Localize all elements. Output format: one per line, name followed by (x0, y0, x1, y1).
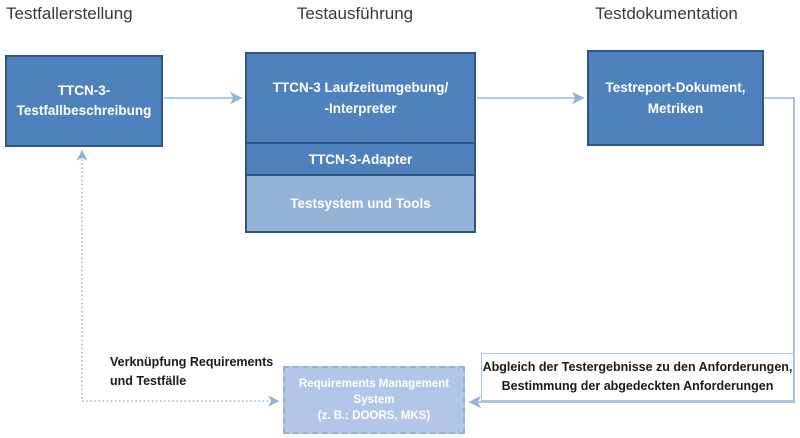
annotation-verknuepfung-requirements: Verknüpfung Requirements und Testfälle (110, 353, 273, 391)
node-ttcn3-adapter: TTCN-3-Adapter (247, 142, 474, 174)
node-text-line: System (353, 394, 395, 406)
node-text-line: Testfallbeschreibung (16, 103, 152, 118)
node-text-line: (z. B.: DOORS, MKS) (317, 410, 431, 422)
annotation-line: und Testfälle (110, 374, 187, 388)
column-heading-testfallerstellung: Testfallerstellung (6, 4, 133, 23)
node-text-line: Testsystem und Tools (290, 196, 431, 211)
annotation-abgleich-testergebnisse: Abgleich der Testergebnisse zu den Anfor… (481, 353, 794, 401)
node-text-line: TTCN-3- (57, 83, 111, 98)
node-text-line: Testreport-Dokument, (605, 80, 746, 95)
node-ttcn3-testfallbeschreibung: TTCN-3- Testfallbeschreibung (5, 55, 163, 147)
annotation-line: Bestimmung der abgedeckten Anforderungen (501, 379, 774, 393)
node-testreport-dokument: Testreport-Dokument, Metriken (587, 50, 764, 146)
node-testsystem-und-tools: Testsystem und Tools (247, 174, 474, 231)
node-requirements-management-system: Requirements Management System (z. B.: D… (283, 366, 465, 434)
arrow-report-to-rms-icon (468, 97, 795, 409)
column-heading-testdokumentation: Testdokumentation (595, 4, 738, 23)
node-testausfuehrung-stack: TTCN-3 Laufzeitumgebung/ -Interpreter TT… (245, 52, 476, 233)
annotation-line: Abgleich der Testergebnisse zu den Anfor… (482, 360, 793, 374)
node-text-line: Requirements Management (298, 378, 450, 390)
dotted-arrow-rms-to-testfall-icon (76, 149, 280, 407)
annotation-line: Verknüpfung Requirements (110, 355, 274, 369)
node-text-line: Metriken (647, 101, 704, 116)
node-ttcn3-laufzeitumgebung: TTCN-3 Laufzeitumgebung/ -Interpreter (247, 54, 474, 142)
node-text-line: TTCN-3-Adapter (308, 151, 413, 167)
node-text-line: -Interpreter (324, 101, 397, 116)
node-text-line: TTCN-3 Laufzeitumgebung/ (272, 80, 449, 95)
column-heading-testausfuehrung: Testausführung (296, 4, 414, 23)
